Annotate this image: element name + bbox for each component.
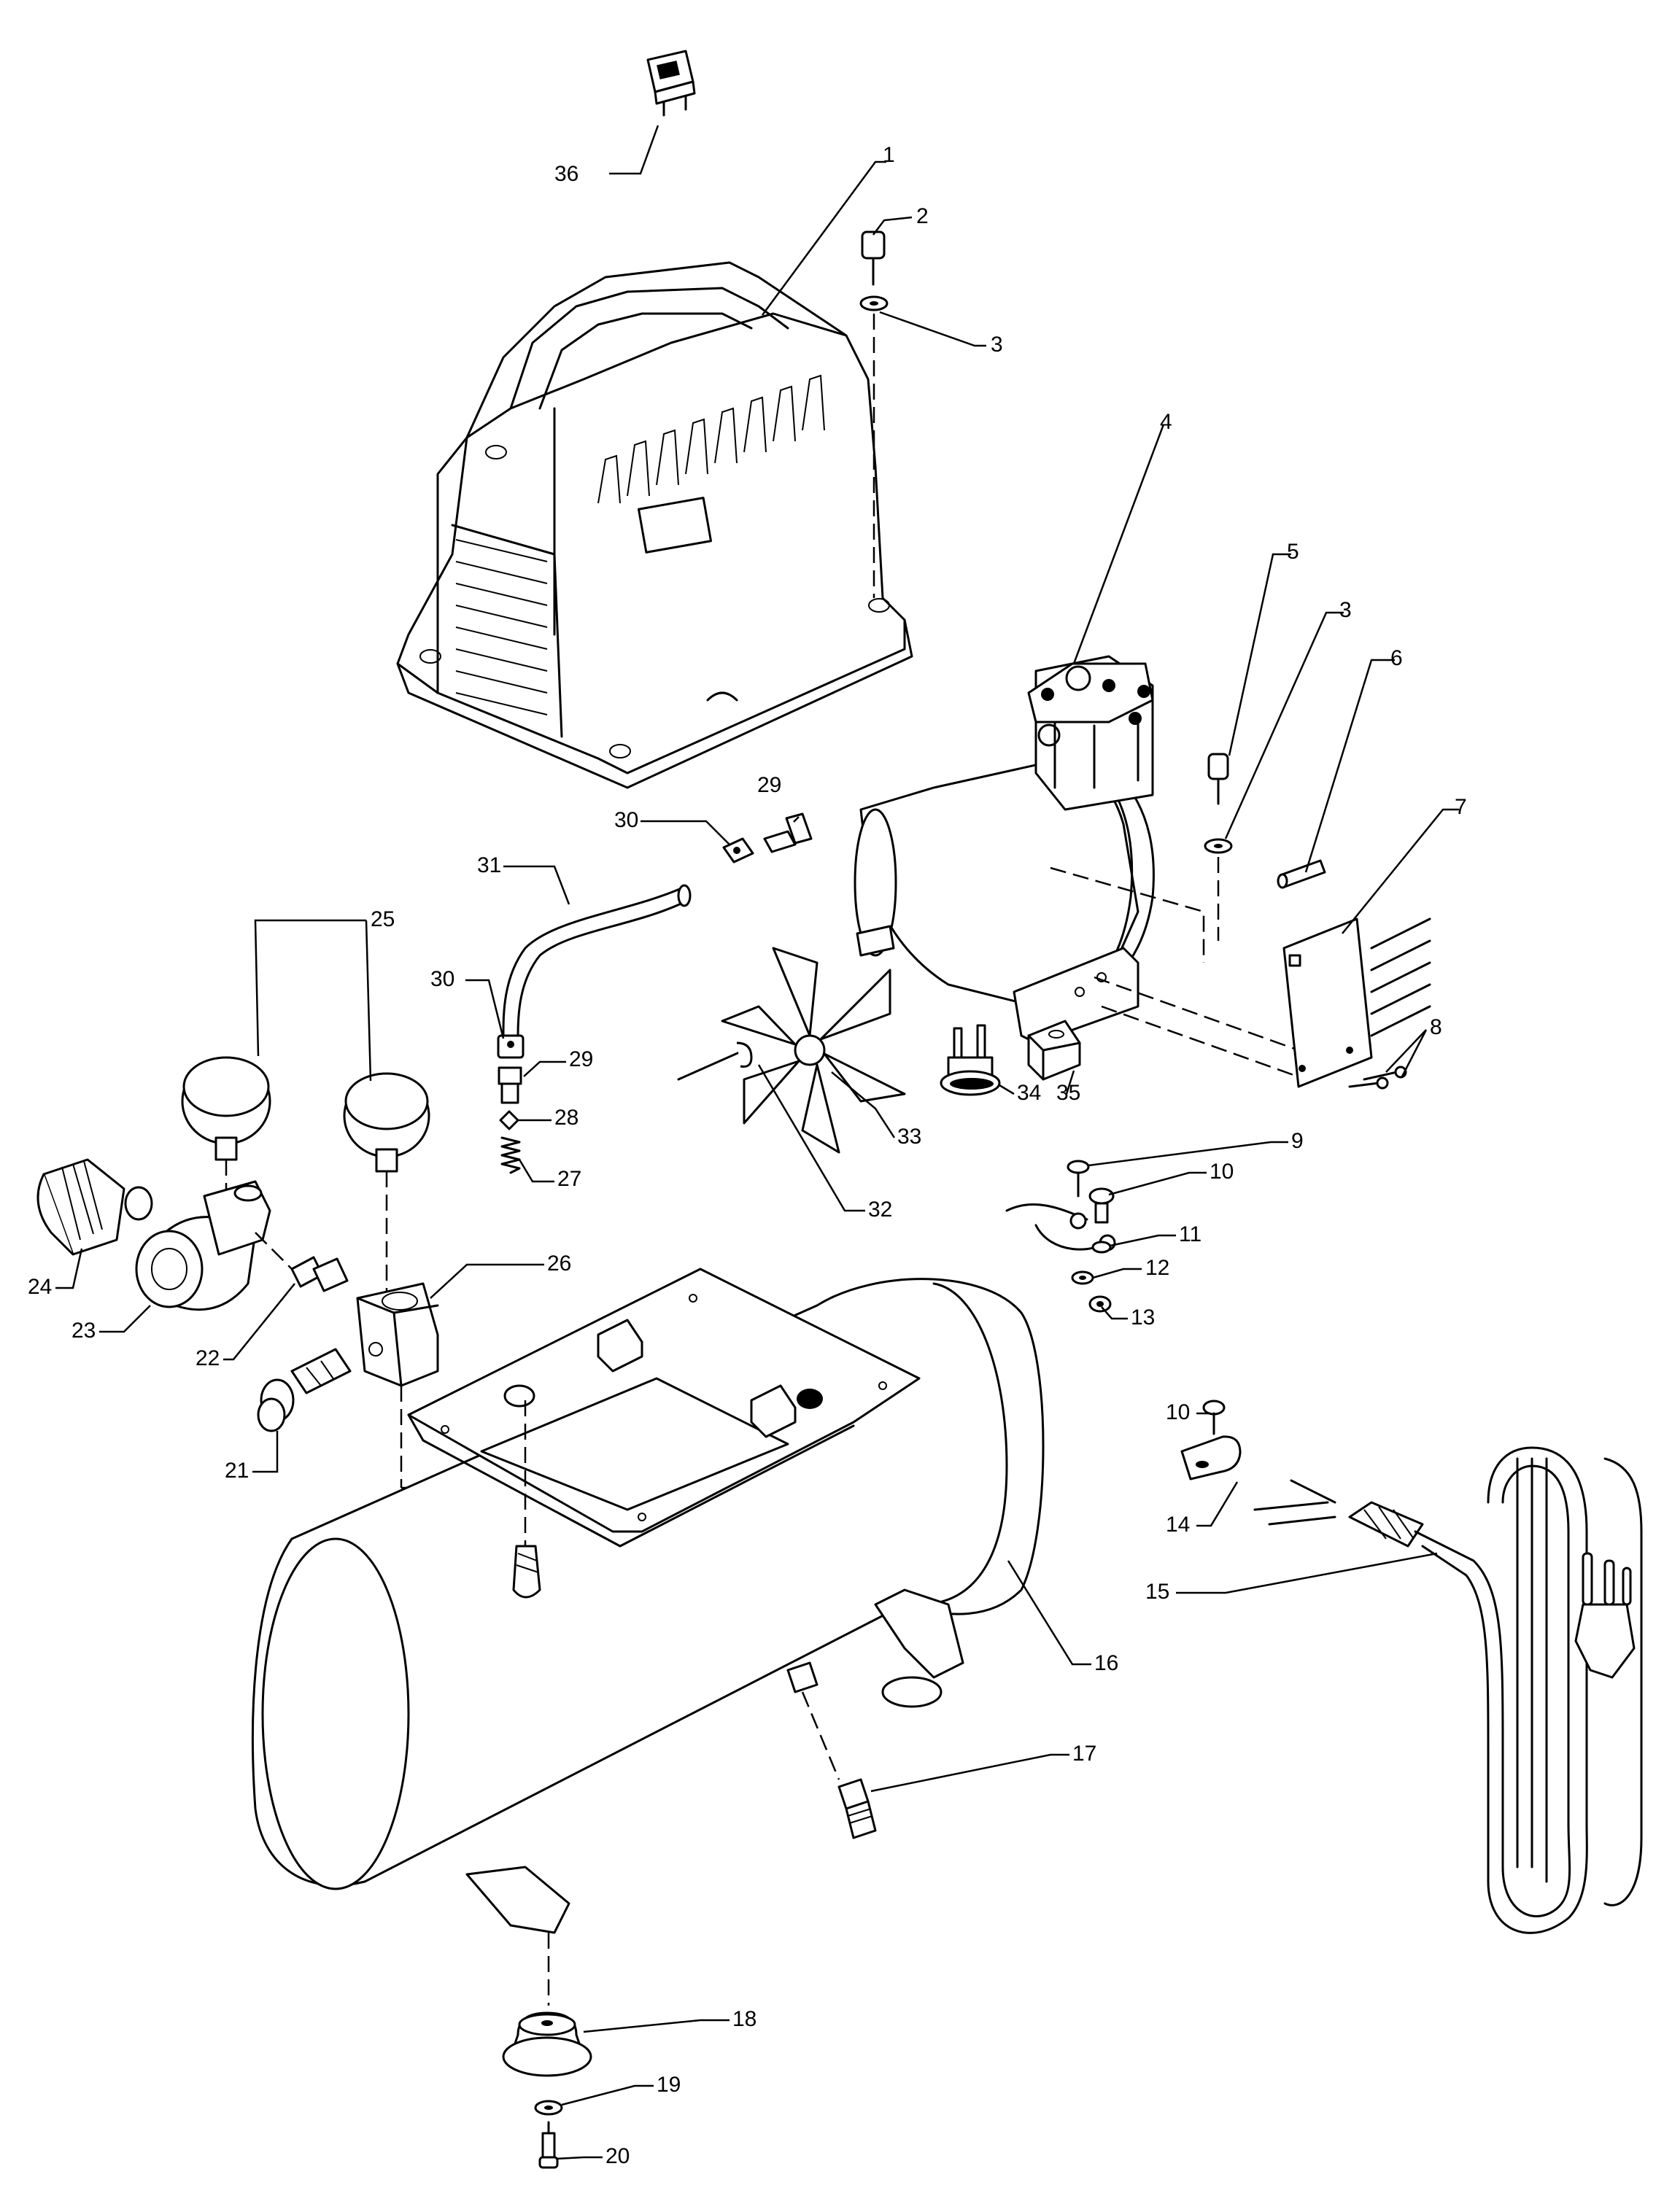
part-7-control-board xyxy=(1282,917,1431,1088)
part-25-gauge-right xyxy=(343,1072,430,1173)
callout-11: 11 xyxy=(1179,1222,1201,1246)
callout-10a: 10 xyxy=(1210,1160,1234,1184)
callout-30b: 30 xyxy=(430,967,454,991)
pump-head-bolts xyxy=(1041,679,1150,725)
part-4-motor-pump xyxy=(854,655,1155,1044)
callout-1: 1 xyxy=(883,143,895,167)
part-31-tube xyxy=(502,884,692,1037)
part-33-fan xyxy=(721,947,906,1154)
part-30-nut-lower xyxy=(497,1034,525,1059)
callout-24: 24 xyxy=(28,1275,52,1299)
part-14-cord-clamp xyxy=(1180,1435,1242,1481)
part-20-bolt xyxy=(538,2121,559,2169)
part-2-screw xyxy=(861,230,886,286)
callout-29a: 29 xyxy=(757,773,781,797)
part-26-manifold xyxy=(356,1282,439,1387)
part-17-drain-valve xyxy=(837,1778,877,1839)
callout-21: 21 xyxy=(225,1459,249,1483)
callout-30a: 30 xyxy=(614,808,638,832)
part-1-shroud xyxy=(396,261,913,789)
callout-10b: 10 xyxy=(1166,1400,1190,1424)
part-29-fitting-lower xyxy=(498,1066,522,1104)
callout-17: 17 xyxy=(1072,1742,1096,1766)
callout-25: 25 xyxy=(371,907,395,931)
part-13-nut xyxy=(1088,1295,1112,1313)
callout-3a: 3 xyxy=(991,333,1003,357)
callout-16: 16 xyxy=(1094,1651,1118,1675)
part-35-rubber-pad xyxy=(1027,1020,1081,1081)
callout-23: 23 xyxy=(71,1319,96,1343)
part-12-washer xyxy=(1071,1270,1094,1285)
callout-14: 14 xyxy=(1166,1513,1190,1537)
callout-36: 36 xyxy=(554,162,578,186)
shroud-cooling-fins xyxy=(597,374,825,504)
part-5-screw xyxy=(1207,753,1229,805)
callout-9: 9 xyxy=(1291,1129,1304,1153)
part-32-fan-clip xyxy=(677,1041,753,1081)
callout-28: 28 xyxy=(554,1106,578,1130)
part-36-switch xyxy=(646,50,696,117)
callout-labels: 36 1 2 3 4 5 3 6 7 8 29 30 31 25 30 29 2… xyxy=(28,143,1467,2168)
callout-19: 19 xyxy=(657,2073,681,2097)
part-34-pressure-switch xyxy=(940,1024,1001,1096)
part-25-gauge-left xyxy=(181,1056,271,1161)
callout-2: 2 xyxy=(916,204,929,228)
callout-7: 7 xyxy=(1455,795,1467,819)
part-10-screw-a xyxy=(1088,1187,1115,1224)
tank-feet xyxy=(465,1588,964,1934)
shroud-vent-louvers xyxy=(455,539,548,715)
callout-8: 8 xyxy=(1430,1015,1442,1039)
callout-27: 27 xyxy=(557,1167,581,1191)
part-18-rubber-foot xyxy=(502,2011,592,2077)
part-30-nut-upper xyxy=(722,837,754,864)
part-11-lockwasher xyxy=(1091,1241,1112,1254)
callout-29b: 29 xyxy=(569,1047,593,1071)
part-29-fitting-upper xyxy=(763,812,813,853)
part-10-screw-b xyxy=(1202,1400,1226,1435)
leader-lines xyxy=(55,125,1459,2160)
part-3-washer-mid xyxy=(1204,838,1233,854)
part-3-washer-top xyxy=(859,295,889,311)
part-9-screw xyxy=(1067,1160,1090,1198)
callout-12: 12 xyxy=(1145,1256,1169,1280)
callout-6: 6 xyxy=(1390,646,1403,670)
part-24-quick-coupler xyxy=(36,1158,153,1256)
callout-5: 5 xyxy=(1287,540,1299,564)
part-15-power-cord xyxy=(1253,1446,1643,1934)
callout-33: 33 xyxy=(897,1125,921,1149)
callout-35: 35 xyxy=(1056,1081,1080,1105)
callout-22: 22 xyxy=(196,1346,220,1370)
callout-3b: 3 xyxy=(1339,598,1352,622)
callout-18: 18 xyxy=(732,2007,756,2031)
part-21-safety-valve xyxy=(257,1348,352,1432)
callout-32: 32 xyxy=(868,1198,892,1222)
part-27-spring xyxy=(500,1136,521,1174)
part-8-screws xyxy=(1348,1066,1407,1090)
callout-20: 20 xyxy=(605,2144,630,2168)
callout-13: 13 xyxy=(1131,1305,1155,1330)
part-22-nipple xyxy=(290,1256,349,1292)
part-23-regulator xyxy=(135,1180,271,1311)
part-16-tank-plate xyxy=(407,1268,921,1548)
callout-34: 34 xyxy=(1017,1081,1041,1105)
callout-15: 15 xyxy=(1145,1580,1169,1604)
part-28-ball xyxy=(499,1110,519,1130)
part-6-fuse xyxy=(1277,859,1326,889)
callout-26: 26 xyxy=(547,1251,571,1276)
part-19-washer xyxy=(534,2100,563,2116)
callout-31: 31 xyxy=(477,853,501,877)
callout-4: 4 xyxy=(1160,410,1172,434)
